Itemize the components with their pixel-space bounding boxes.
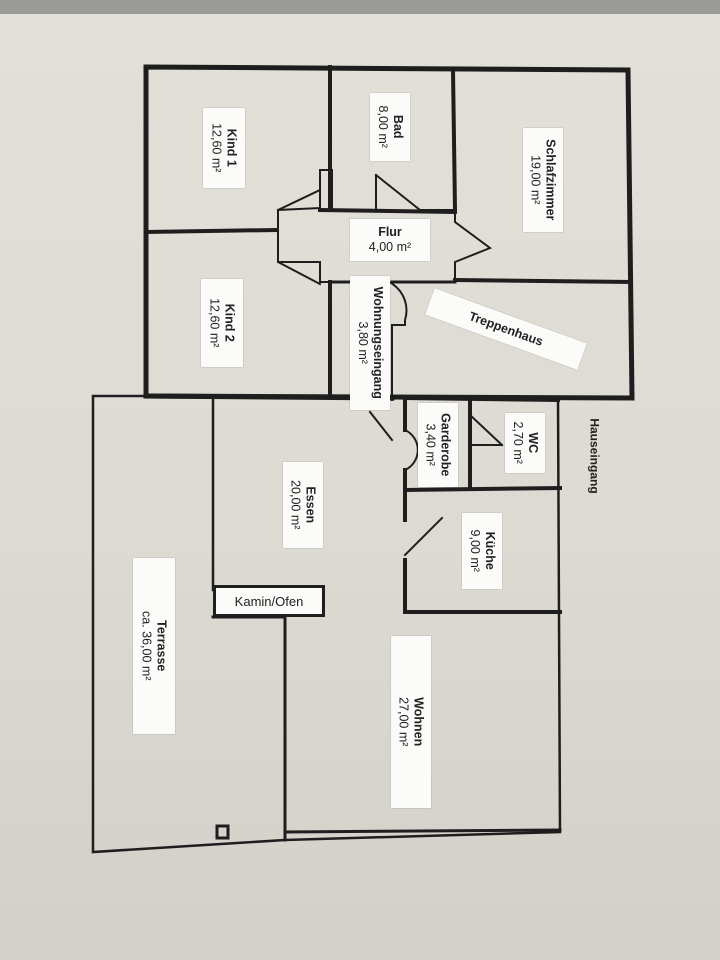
room-area: 12,60 m² <box>208 298 222 348</box>
paper-sheet <box>0 14 720 960</box>
wall-kamin-bottom <box>211 615 287 842</box>
room-name: Küche <box>482 531 497 571</box>
room-name: Wohnen <box>411 697 426 747</box>
room-area: 19,00 m² <box>529 155 543 205</box>
wall-bad-schlaf <box>450 67 458 213</box>
garderobe-door-arc <box>403 428 419 472</box>
room-name: WC <box>525 432 540 454</box>
flur-arrow <box>277 169 493 283</box>
wall-garderobe-top <box>402 395 561 403</box>
hauseingang-label: Hauseingang <box>582 402 608 510</box>
wall-wohnen-bottom <box>283 828 562 834</box>
wc-door <box>468 413 504 447</box>
terrace-post <box>215 824 230 840</box>
room-area: 9,00 m² <box>468 529 483 573</box>
room-name: Bad <box>390 115 405 139</box>
room-area: 8,00 m² <box>376 105 391 149</box>
kamin-ofen-text: Kamin/Ofen <box>216 588 322 614</box>
room-name: Schlafzimmer <box>543 139 558 221</box>
wall-essen-entrance-diag <box>368 410 394 442</box>
room-area: 20,00 m² <box>289 480 303 530</box>
room-area: 3,40 m² <box>424 423 438 467</box>
room-name: Essen <box>303 486 318 524</box>
room-name: Kind 2 <box>222 303 237 343</box>
kamin-ofen-label: Kamin/Ofen <box>213 585 325 617</box>
wall-kueche-top <box>402 485 563 493</box>
wall-schlaf-bottom <box>452 277 633 285</box>
wall-kind1-kind2 <box>143 227 278 235</box>
room-area: 27,00 m² <box>397 697 411 747</box>
hauseingang-text: Hauseingang <box>588 418 603 494</box>
room-name: Kind 1 <box>224 128 239 168</box>
room-name: Wohnungseingang <box>370 286 385 400</box>
room-area: 3,80 m² <box>356 321 371 365</box>
room-name: Flur <box>378 225 402 240</box>
kueche-door <box>403 516 444 557</box>
photo-top-edge <box>0 0 720 18</box>
wall-bad-bottom <box>317 207 458 215</box>
room-name: Garderobe <box>438 413 453 477</box>
room-area: 12,60 m² <box>210 123 224 173</box>
room-name: Terrasse <box>154 620 169 672</box>
outer-wall-upper <box>143 64 635 401</box>
room-area: ca. 36,00 m² <box>140 611 155 681</box>
room-area: 2,70 m² <box>511 421 526 465</box>
room-area: 4,00 m² <box>368 240 412 254</box>
